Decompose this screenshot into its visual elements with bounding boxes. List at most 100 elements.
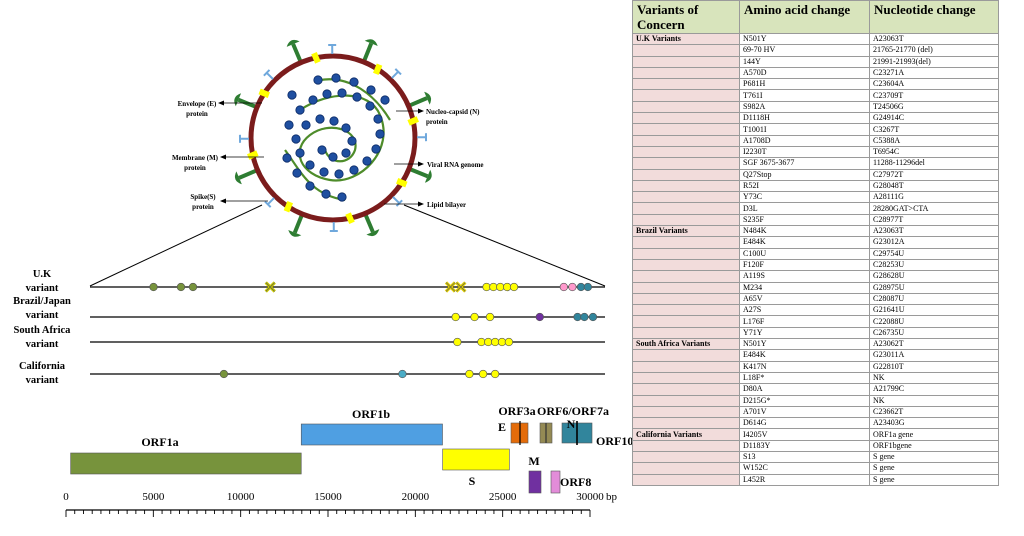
variant-group-blank-cell (632, 89, 740, 102)
amino-acid-cell: S13 (739, 450, 870, 464)
gene-label: ORF6/ORF7a (537, 404, 609, 418)
mutation-dot (176, 282, 186, 292)
amino-acid-cell: L18F* (739, 371, 870, 385)
nucleocapsid-dot (287, 90, 297, 100)
spike-proteins (234, 39, 432, 237)
virion-illustration (234, 39, 432, 237)
gene-label: ORF3a (498, 404, 535, 418)
gene-block (300, 423, 443, 446)
nucleocapsid-dot (328, 152, 338, 162)
variant-group-blank-cell (632, 450, 740, 464)
mutation-dot (465, 369, 474, 379)
nucleocapsid-dot (366, 85, 376, 95)
nucleocapsid-dot (380, 95, 390, 105)
gene-label: S (469, 474, 476, 488)
membrane-protein (258, 88, 270, 98)
envelope-protein-tip (394, 68, 402, 76)
lipid-label: Lipid bilayer (427, 201, 466, 209)
envelope-protein (267, 197, 275, 206)
nucleotide-cell: G28048T (869, 179, 999, 193)
nucleocapsid-dot (371, 144, 381, 154)
variant-group-blank-cell (632, 349, 740, 362)
variant-group-blank-cell (632, 145, 740, 159)
header-variants: Variants of Concern (632, 0, 740, 34)
variant-group-blank-cell (632, 462, 740, 475)
amino-acid-cell: I2230T (739, 145, 870, 159)
amino-acid-cell: SGF 3675-3677 (739, 157, 870, 170)
header-nucleotide: Nucleotide change (869, 0, 999, 34)
variant-group-blank-cell (632, 304, 740, 317)
zoom-line-right (403, 204, 606, 287)
zoom-line-left (89, 204, 263, 287)
nucleotide-cell: 11288-11296del (869, 157, 999, 170)
variant-group-blank-cell (632, 315, 740, 328)
axis-tick-label: 25000 (489, 491, 517, 503)
nucleocapsid-label: Nucleo-capsid (N)protein (426, 108, 480, 126)
membrane-proteins (238, 43, 428, 233)
nucleocapsid-dot (349, 165, 359, 175)
amino-acid-cell: R52I (739, 179, 870, 193)
nucleotide-cell: 21991-21993(del) (869, 55, 999, 68)
mutation-dot (188, 282, 198, 292)
nucleotide-cell: G23012A (869, 236, 999, 249)
nucleotide-cell: NK (869, 394, 999, 407)
nucleotide-cell: S gene (869, 473, 999, 486)
axis-tick-label: 0 (63, 491, 69, 503)
axis-tick-label: 5000 (142, 491, 165, 503)
mutation-dot (588, 312, 598, 322)
gene-label: N (567, 417, 576, 431)
nucleotide-cell: NK (869, 371, 999, 385)
variant-group-blank-cell (632, 191, 740, 204)
mutation-dot (568, 282, 577, 292)
mutation-dot (503, 282, 512, 292)
amino-acid-cell: A570D (739, 66, 870, 80)
nucleotide-cell: 21765-21770 (del) (869, 44, 999, 57)
amino-acid-cell: A701V (739, 405, 870, 419)
membrane-protein (247, 150, 259, 160)
nucleocapsid-dot (375, 129, 385, 139)
nucleocapsid-dot (334, 169, 344, 179)
mutation-dot (485, 312, 495, 322)
rna-label: Viral RNA genome (427, 161, 484, 169)
amino-acid-cell: A65V (739, 292, 870, 306)
mutation-dot (576, 282, 586, 292)
variant-group-blank-cell (632, 326, 740, 340)
mutation-dot (478, 369, 488, 379)
variant-group-blank-cell (632, 112, 740, 125)
amino-acid-cell: D1118H (739, 112, 870, 125)
variant-group-cell: U.K Variants (632, 32, 740, 46)
mutation-dot (583, 282, 592, 292)
nucleocapsid-dot (337, 88, 347, 98)
spike-head (424, 91, 432, 105)
variant-group-blank-cell (632, 473, 740, 486)
nucleocapsid-dot (321, 189, 331, 199)
membrane-protein (373, 63, 383, 75)
table-row: D215G*NK (632, 394, 999, 407)
nucleotide-cell: C27972T (869, 168, 999, 181)
nucleocapsid-dot (365, 101, 375, 111)
nucleocapsid-dot (313, 75, 323, 85)
mutation-dot (149, 282, 158, 292)
spike-head (286, 39, 300, 47)
mutation-dot (482, 282, 491, 292)
mutation-dot (453, 337, 462, 347)
variant-group-blank-cell (632, 281, 740, 294)
axis-tick-label: 30000 (576, 491, 604, 503)
nucleotide-cell: ORF1bgene (869, 439, 999, 452)
mutation-dot (496, 282, 505, 292)
amino-acid-cell: A27S (739, 304, 870, 317)
